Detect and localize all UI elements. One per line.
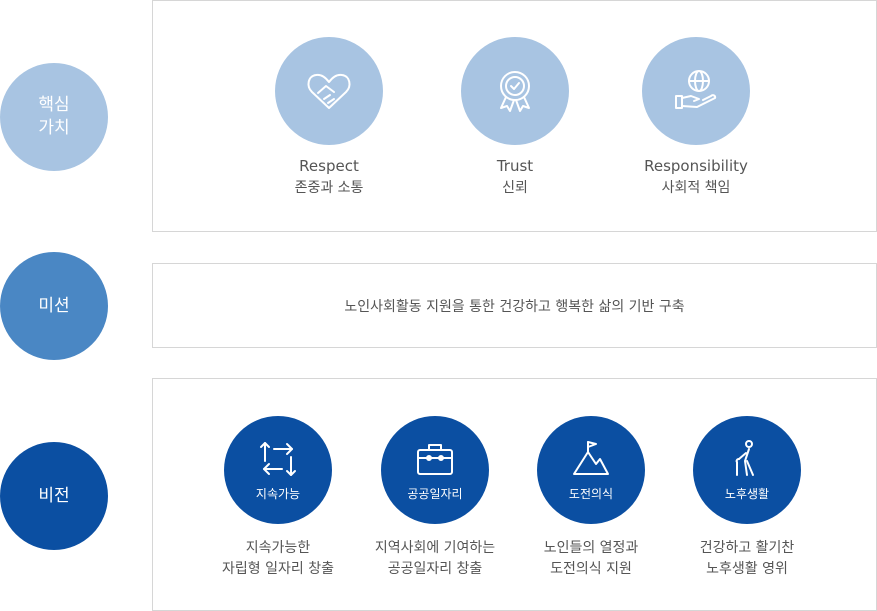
sustainable-desc: 지속가능한 자립형 일자리 창출 [222,540,334,577]
mission-box: 노인사회활동 지원을 통한 건강하고 행복한 삶의 기반 구축 [152,263,877,348]
mission-label: 미션 [0,252,108,360]
mountain-flag-icon [573,440,609,475]
badge-check-icon [500,71,530,112]
cycle-arrows-icon [260,441,296,476]
vision-label: 비전 [0,442,108,550]
sustainable-title: 지속가능 [255,486,301,501]
core-value-respect: Respect 존중과 소통 [244,37,414,197]
vision-item-sustainable: 지속가능 지속가능한 자립형 일자리 창출 [188,416,368,580]
handshake-heart-icon [307,73,351,109]
trust-ko: 신뢰 [502,180,528,196]
challenge-desc: 노인들의 열정과 도전의식 지원 [543,540,639,577]
vision-item-challenge: 도전의식 노인들의 열정과 도전의식 지원 [501,416,681,580]
responsibility-en: Responsibility [644,157,748,175]
challenge-circle: 도전의식 [537,416,645,524]
retirement-title: 노후생활 [724,486,770,501]
trust-circle [461,37,569,145]
briefcase-icon [417,443,453,475]
core-values-label: 핵심 가치 [0,63,108,171]
core-value-trust: Trust 신뢰 [430,37,600,197]
retirement-circle: 노후생활 [693,416,801,524]
core-values-label-text: 핵심 가치 [38,95,70,138]
vision-label-text: 비전 [38,485,70,506]
trust-en: Trust [496,157,534,175]
elder-cane-icon [735,439,754,476]
public-jobs-title: 공공일자리 [407,486,463,501]
globe-hand-icon [675,70,717,109]
public-jobs-circle: 공공일자리 [381,416,489,524]
vision-item-retirement: 노후생활 건강하고 활기찬 노후생활 영위 [657,416,837,580]
mission-text: 노인사회활동 지원을 통한 건강하고 행복한 삶의 기반 구축 [344,298,685,315]
responsibility-ko: 사회적 책임 [661,180,731,196]
public-jobs-desc: 지역사회에 기여하는 공공일자리 창출 [374,540,496,577]
respect-circle [275,37,383,145]
core-value-responsibility: Responsibility 사회적 책임 [611,37,781,197]
respect-ko: 존중과 소통 [294,180,364,196]
respect-en: Respect [299,157,359,175]
responsibility-circle [642,37,750,145]
sustainable-circle: 지속가능 [224,416,332,524]
retirement-desc: 건강하고 활기찬 노후생활 영위 [699,540,795,577]
mission-label-text: 미션 [38,295,70,316]
vision-item-public-jobs: 공공일자리 지역사회에 기여하는 공공일자리 창출 [345,416,525,580]
challenge-title: 도전의식 [568,486,614,501]
